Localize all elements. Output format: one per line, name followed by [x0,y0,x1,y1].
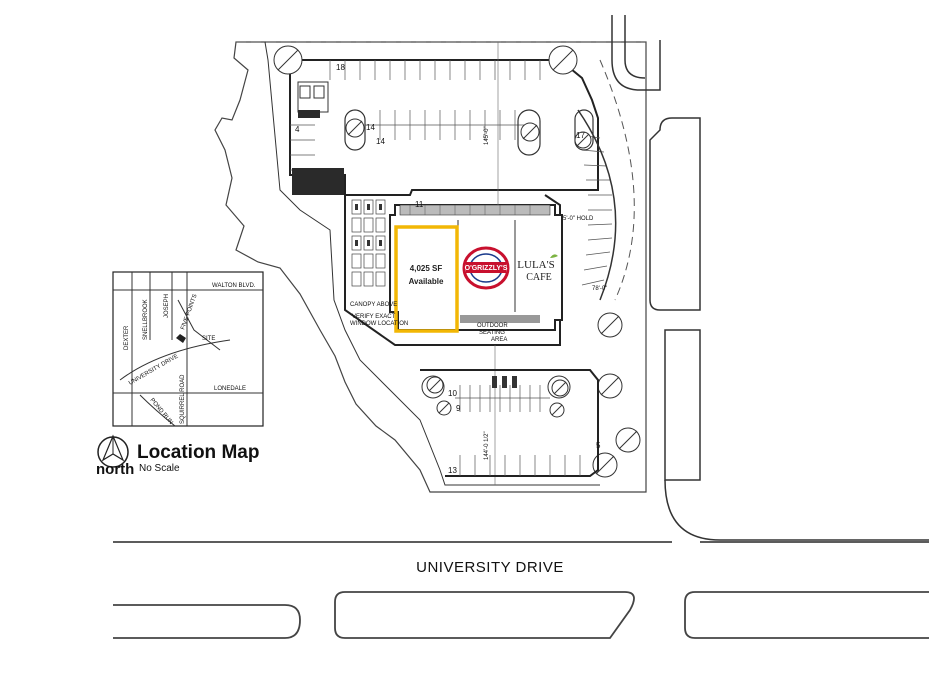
ogrizzlys-logo: O'GRIZZLY'S [462,246,510,290]
note-outdoor: OUTDOOR [477,323,508,329]
note-canopy: CANOPY ABOVE [350,302,397,308]
tree-icons [273,45,641,478]
location-map-inset: WALTON BLVD. DEXTER SNELLBROOK JOSEPH FI… [112,271,264,427]
east-drive-dashed [599,59,635,301]
available-space-area: 4,025 SF [410,264,443,273]
east-road-curb-north [611,15,661,91]
location-map-title: Location Map [137,442,259,463]
note-hold: 5'-0" HOLD [563,216,594,222]
location-map-scale: No Scale [139,463,180,474]
lulas-logo-name: LULA'S [517,259,554,271]
stall-count-southeast: 5 [596,441,601,450]
middle-parking-row [365,110,525,140]
east-drive-curb [577,109,617,301]
dumpster-enclosure [292,168,344,195]
west-parking-column [290,124,315,171]
stall-count-south-bottom: 13 [448,466,457,475]
university-drive-median-east [684,591,929,639]
stall-count-north-row: 18 [336,63,345,72]
property-boundary-inner [264,41,600,486]
dim-south: 144'-0 1/2" [484,431,490,460]
stall-count-middle-top: 14 [366,123,375,132]
outdoor-seating-hatch [460,315,540,323]
note-area: AREA [491,337,507,343]
inset-road-squirrel: SQUIRREL ROAD [180,374,186,424]
drive-thru-lane [344,194,561,346]
lulas-logo-sub: CAFE [526,272,552,283]
inset-road-joseph: JOSEPH [164,294,170,318]
stall-count-drive: 11 [415,200,424,209]
north-arrow-icon [97,434,129,468]
stall-count-south-top: 10 [448,389,457,398]
north-label: north [96,461,134,478]
lulas-cafe-logo: LULA'S CAFE [517,254,558,283]
available-space-highlight[interactable] [394,225,459,333]
east-road-curb-south [664,479,929,541]
dim-north: 145'-0" [484,126,490,145]
south-parking-rows [455,385,581,476]
south-islands [492,376,517,388]
inset-road-lonedale: LONEDALE [214,386,246,392]
university-drive-median-west [113,604,301,639]
drive-thru-arrows [355,204,382,246]
inset-site-label: SITE [202,336,215,342]
university-drive-median-center [334,591,635,639]
south-lot-curb [420,369,599,477]
landscape-islands [344,109,594,156]
east-road-median-south [664,329,701,481]
building-canopy-hatch [399,204,551,216]
dim-east: 78'-0" [592,286,607,292]
east-road-median [649,117,701,311]
inset-road-dexter: DEXTER [124,325,130,350]
inset-road-snellbrook: SNELLBROOK [143,299,149,340]
inset-road-walton: WALTON BLVD. [212,283,256,289]
stall-count-west: 4 [295,125,300,134]
drive-thru-stacking [351,199,386,287]
property-boundary [214,41,647,493]
ogrizzlys-logo-text: O'GRIZZLY'S [465,265,508,272]
stall-count-east: 17 [576,131,585,140]
east-curved-stalls [579,134,613,286]
street-name-university-drive: UNIVERSITY DRIVE [416,559,564,576]
note-window: WINDOW LOCATION [350,321,408,327]
stall-count-middle-bottom: 14 [376,137,385,146]
stall-count-south-mid: 9 [456,404,461,413]
note-seating: SEATING [479,330,505,336]
north-parking-row [329,60,541,80]
available-space-status: Available [409,277,444,286]
note-verify: VERIFY EXACT [352,314,396,320]
